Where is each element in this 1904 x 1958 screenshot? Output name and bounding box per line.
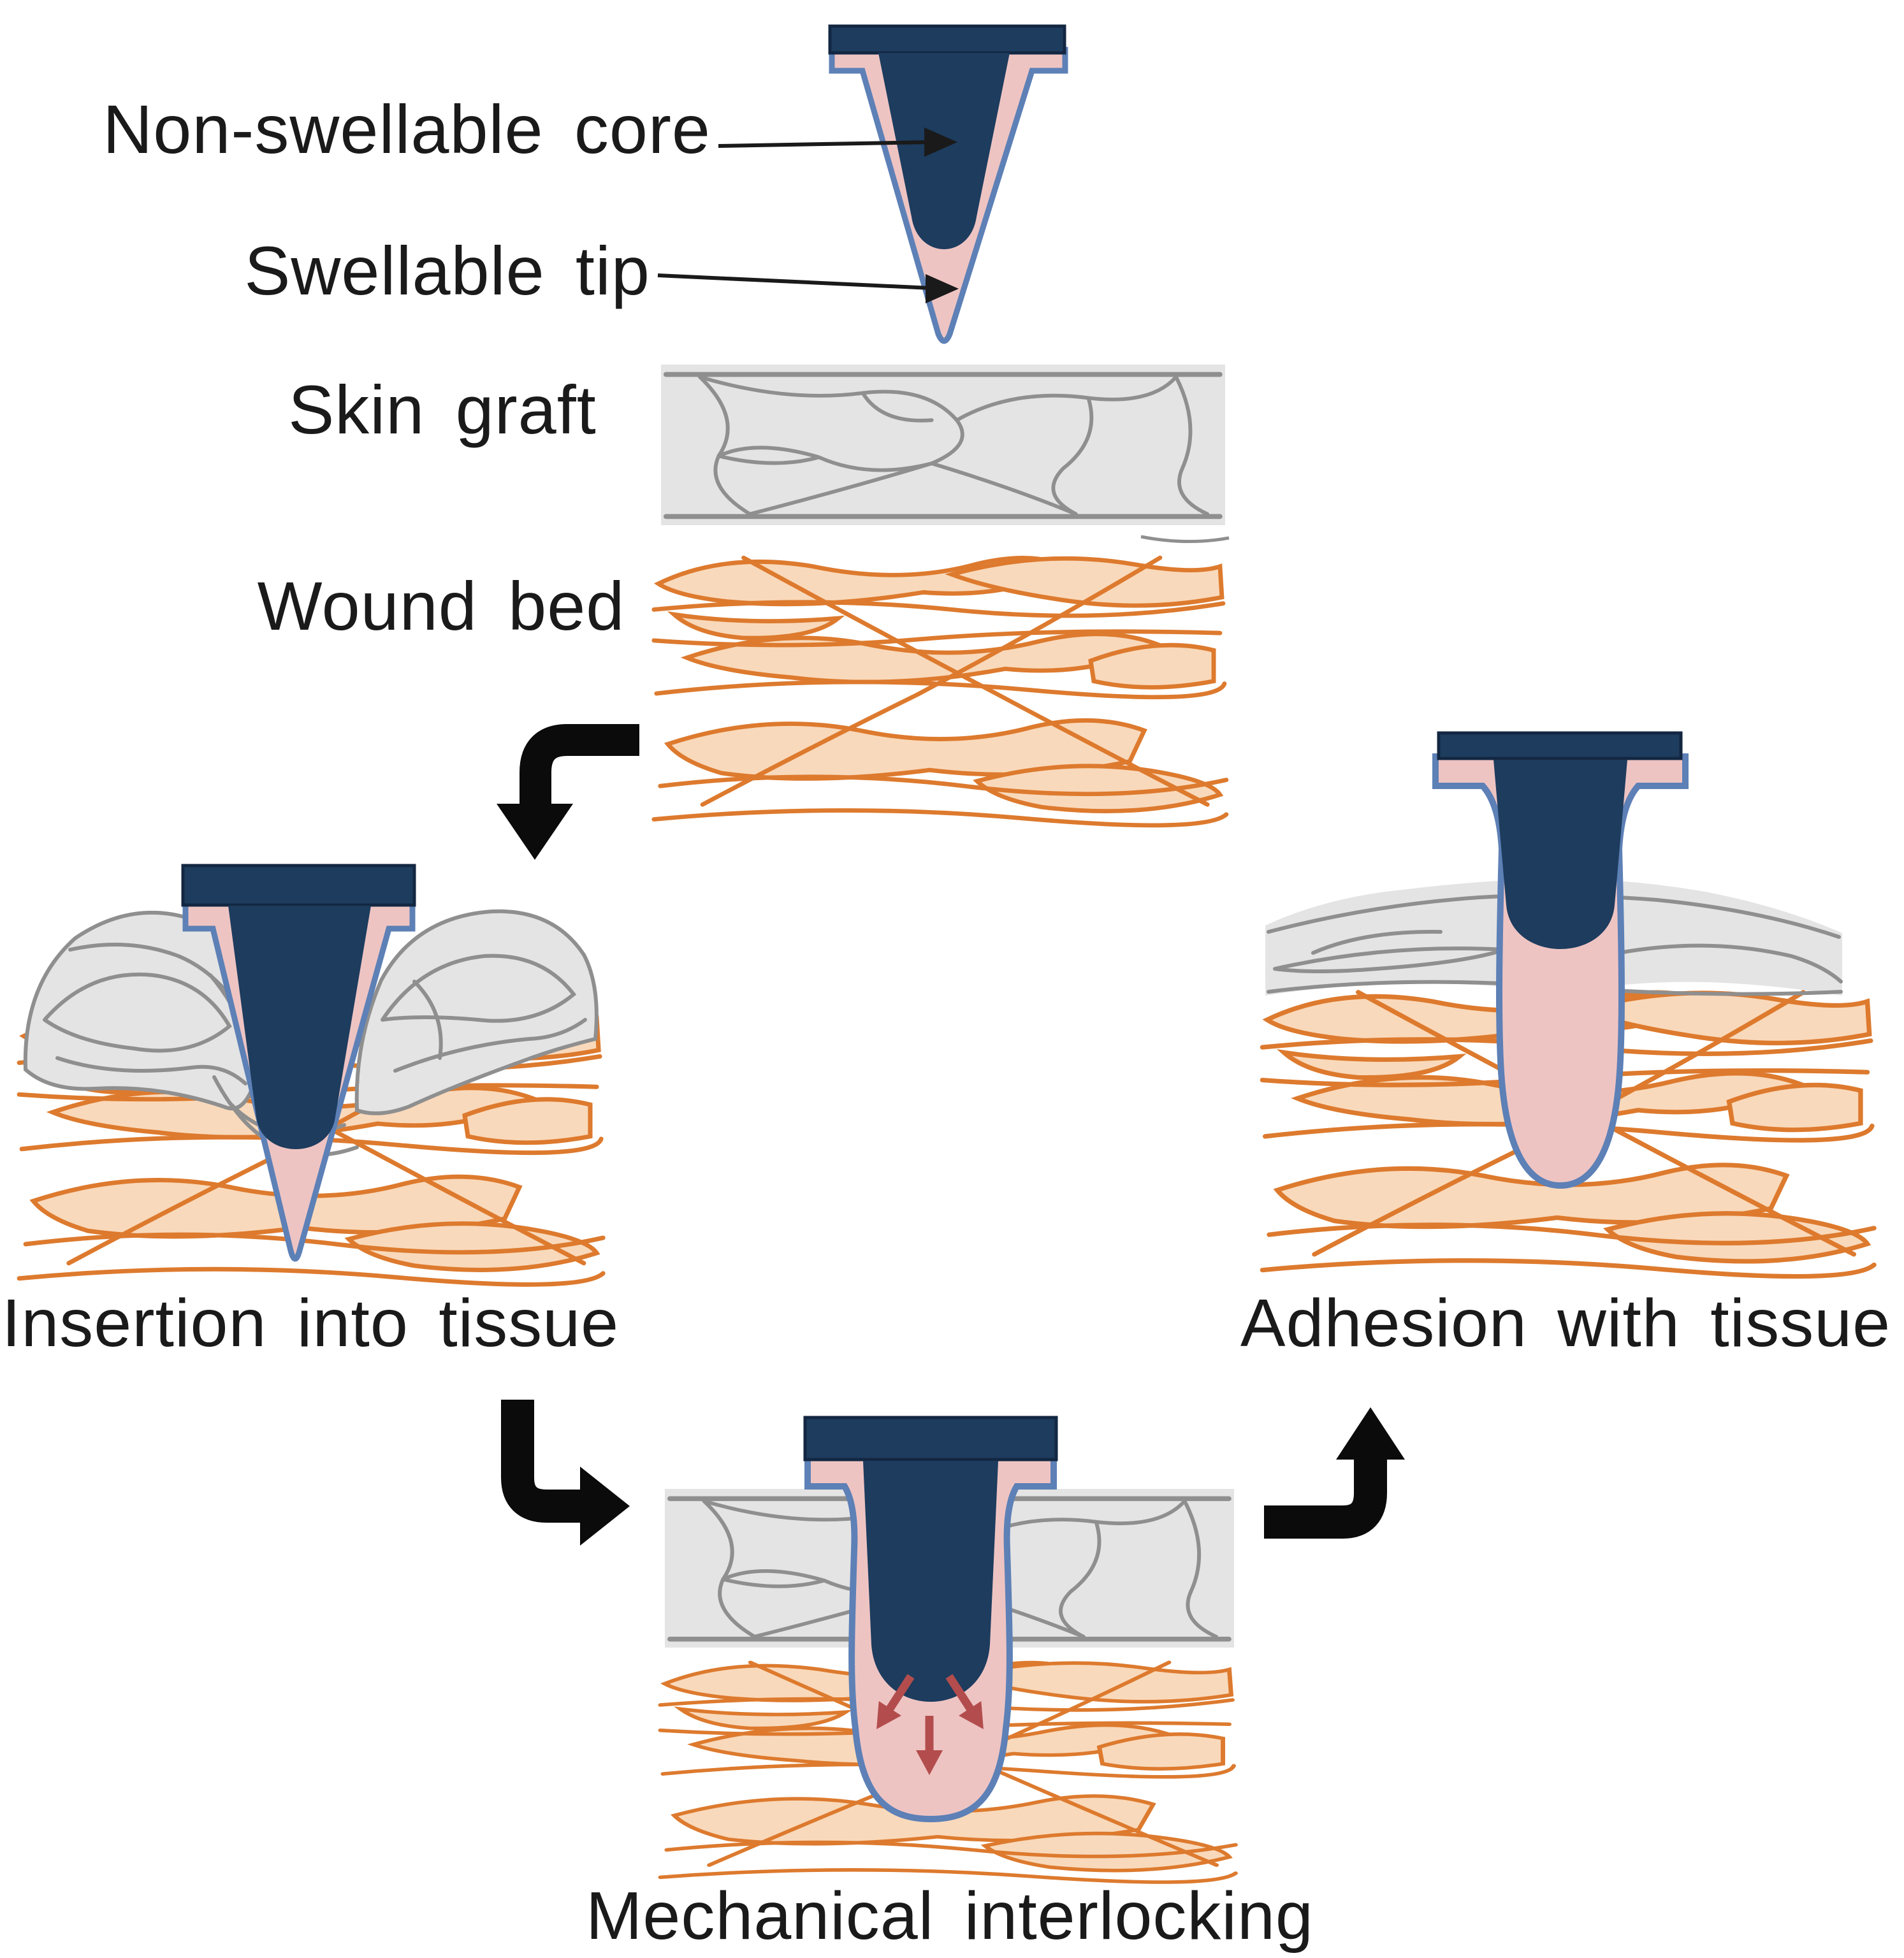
flow-arrowhead (580, 1467, 630, 1546)
swell-arrow-down-left (876, 1674, 915, 1730)
graft-fiber (1311, 929, 1443, 955)
skin-graft-mounds (23, 909, 599, 1157)
stage-adhesion-caption: Adhesion with tissue (1240, 1286, 1891, 1361)
swellable-tip-label: Swellable tip (244, 232, 650, 309)
needle-cap (1437, 731, 1683, 760)
skin-graft-label: Skin graft (288, 371, 597, 448)
label-leader-arrow-icon (657, 273, 959, 303)
graft-fiber (43, 972, 232, 1053)
graft-fiber (1273, 946, 1505, 973)
stage-interlocking: Mechanical interlocking (586, 1416, 1314, 1954)
swell-arrowhead (959, 1701, 984, 1730)
graft-fiber (381, 954, 577, 1023)
initial-assembly: Non-swellable core Swellable tip Skin gr… (103, 24, 1230, 825)
flow-arrowhead (1336, 1407, 1405, 1460)
swell-arrowhead (916, 1750, 943, 1775)
flow-arrow-shaft (501, 1400, 583, 1523)
flow-arrow-shaft (1264, 1457, 1387, 1539)
graft-fiber (55, 1056, 247, 1085)
tissue-labels: Skin graft Wound bed (258, 371, 625, 644)
needle-core (863, 1461, 998, 1702)
microneedle-anchored (1432, 731, 1689, 1189)
wound-bed-fibers (654, 558, 1226, 825)
needle-cap (803, 1416, 1058, 1461)
swell-arrowhead (876, 1701, 901, 1730)
flow-arrow-shaft (520, 724, 639, 807)
needle-core (878, 53, 1010, 249)
wound-bed-layer (654, 558, 1226, 825)
wound-bed-label: Wound bed (258, 567, 625, 644)
microneedle-inserted (181, 864, 416, 1262)
graft-fiber (68, 943, 244, 1015)
elbow-arrow-up-icon (1264, 1407, 1405, 1539)
label-leader-arrow-icon (718, 127, 957, 157)
swell-arrow-down-right (945, 1674, 984, 1730)
swell-arrow-shaft (945, 1674, 975, 1713)
leader-line (657, 273, 931, 290)
stage-insertion-caption: Insertion into tissue (2, 1286, 619, 1361)
graft-fiber (393, 1018, 587, 1073)
leader-arrowhead (924, 127, 957, 157)
skin-graft-layer (661, 365, 1230, 543)
stage-interlocking-caption: Mechanical interlocking (586, 1878, 1314, 1954)
swollen-tip-bulb (1432, 753, 1689, 1189)
graft-mound-right (354, 909, 599, 1115)
flow-arrowhead (497, 804, 573, 860)
elbow-arrow-right-icon (501, 1400, 630, 1546)
stage-adhesion: Adhesion with tissue (1240, 731, 1891, 1361)
graft-fiber (412, 980, 443, 1060)
swelling-direction-arrows-icon (876, 1674, 984, 1775)
elbow-arrow-down-icon (497, 724, 639, 860)
swell-arrow-down (916, 1716, 943, 1775)
leader-line (718, 140, 930, 148)
stage-insertion: Insertion into tissue (2, 864, 619, 1361)
device-labels: Non-swellable core Swellable tip (103, 91, 959, 309)
microneedle-initial (828, 24, 1068, 344)
needle-core (1493, 760, 1627, 949)
graft-fiber (1140, 535, 1230, 543)
graft-fiber (1617, 943, 1843, 983)
needle-cap (828, 24, 1066, 55)
non-swellable-core-label: Non-swellable core (103, 91, 711, 168)
microneedle-swelling (803, 1416, 1058, 1823)
leader-arrowhead (926, 274, 959, 303)
needle-core (228, 906, 371, 1149)
needle-cap (181, 864, 416, 907)
swell-arrow-shaft (885, 1674, 915, 1713)
